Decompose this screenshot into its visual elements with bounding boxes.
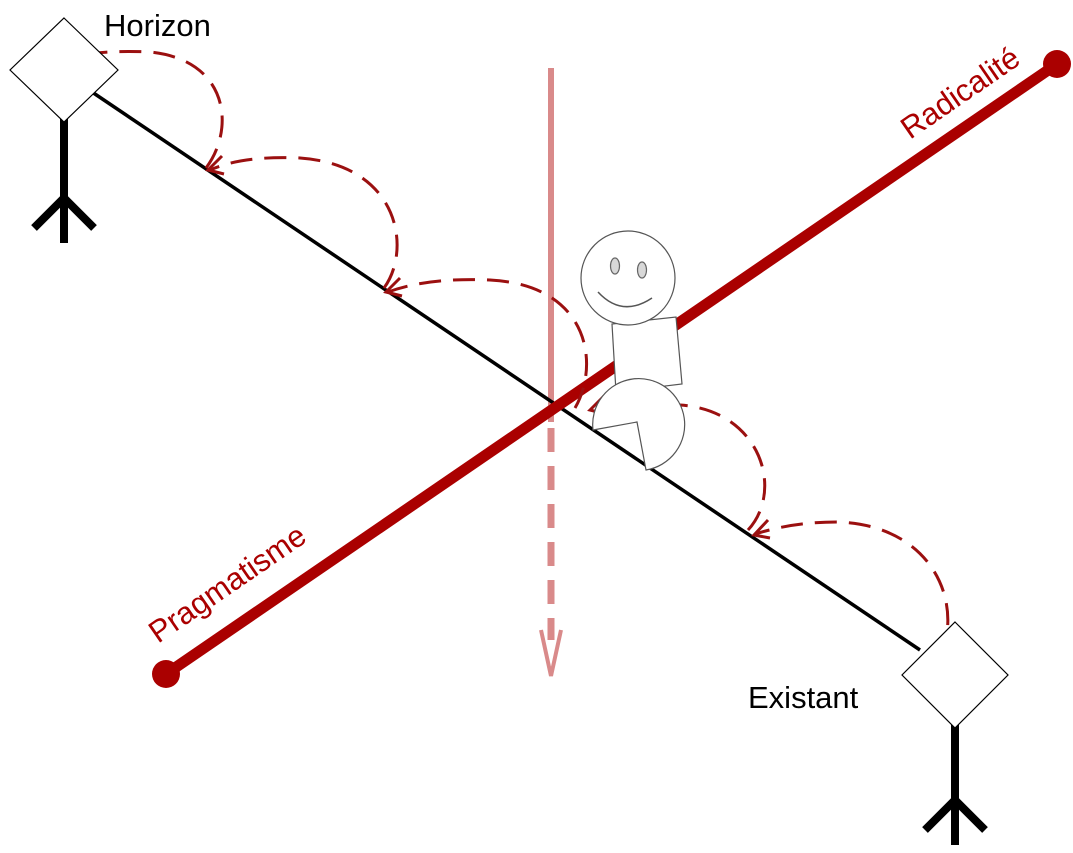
vertical-axis: [541, 68, 561, 676]
smiley-figure-icon: [581, 231, 685, 470]
label-horizon: Horizon: [104, 8, 211, 43]
step-arc: [210, 158, 397, 288]
signpost-leg-right: [64, 198, 94, 228]
signpost-leg-right: [955, 800, 985, 830]
step-arc: [755, 522, 948, 658]
pragmatisme-radicalite-axis: [152, 50, 1071, 688]
label-existant: Existant: [748, 680, 859, 715]
step-arc: [388, 280, 587, 408]
figure-eye-right: [638, 262, 647, 278]
signpost-diamond: [10, 18, 118, 122]
step-arrows: [60, 46, 948, 658]
horizon-existant-line: [92, 92, 920, 650]
figure-head: [581, 231, 675, 325]
signpost-leg-left: [925, 800, 955, 830]
axis-endpoint-radicalite: [1043, 50, 1071, 78]
signpost-diamond: [902, 622, 1008, 728]
axis-endpoint-pragmatisme: [152, 660, 180, 688]
axis-line: [166, 64, 1057, 674]
existant-signpost-icon: [902, 622, 1008, 845]
figure-eye-left: [611, 258, 620, 274]
figure-legs: [593, 379, 685, 470]
signpost-leg-left: [34, 198, 64, 228]
